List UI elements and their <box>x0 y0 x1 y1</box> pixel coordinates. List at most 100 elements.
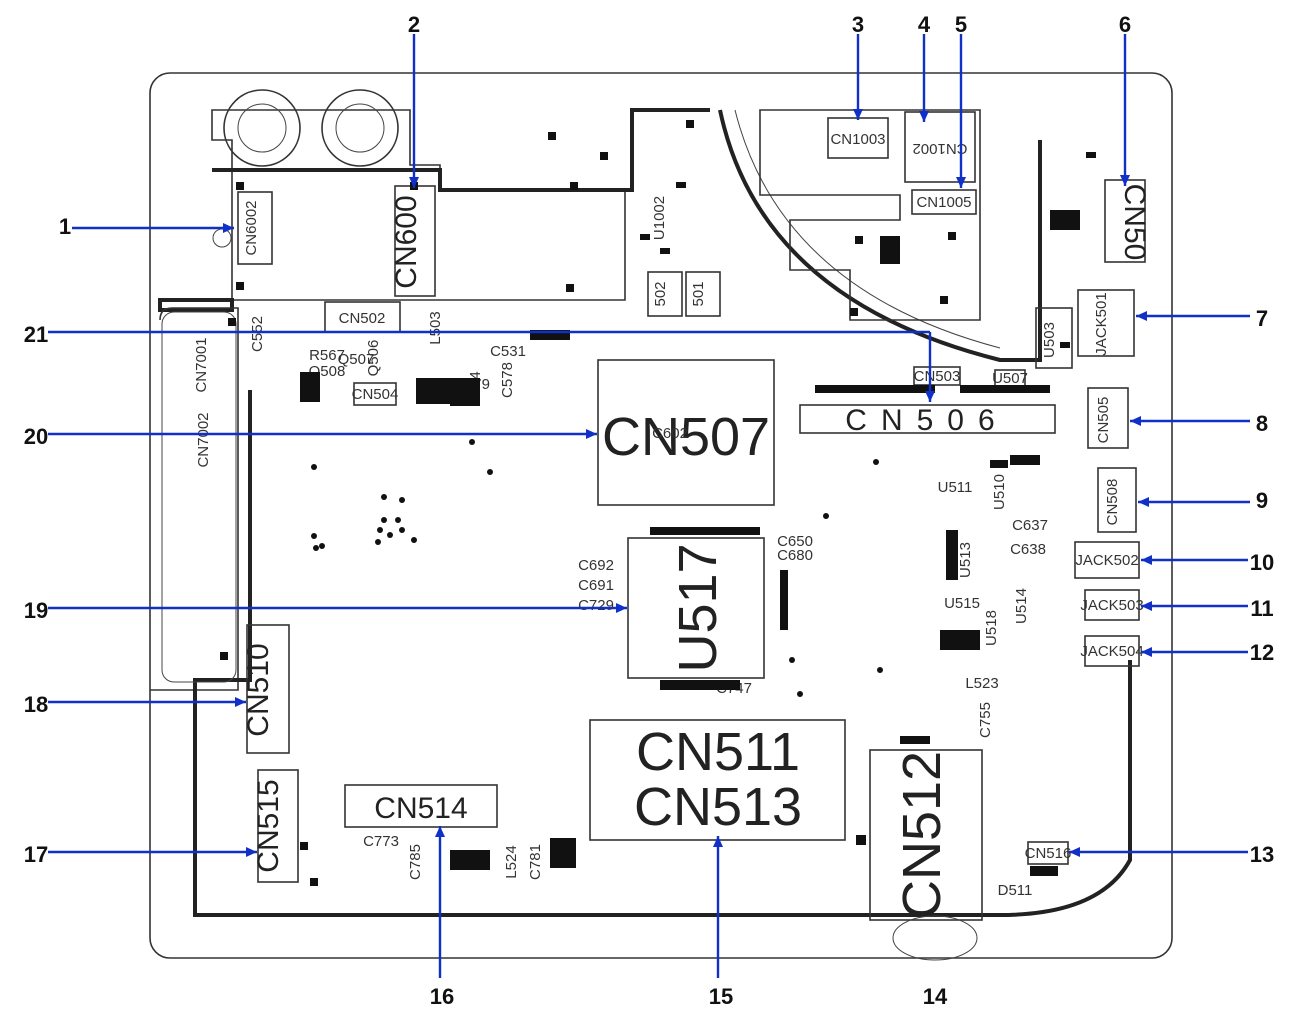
arc-trace-outer <box>718 109 1042 362</box>
l524-label: L524 <box>503 845 520 878</box>
cn512-outline <box>869 749 983 921</box>
c755-label: C755 <box>977 702 994 738</box>
l503-label: L503 <box>427 311 444 344</box>
u503-label: U503 <box>1041 322 1058 358</box>
u518-label: U518 <box>983 610 1000 646</box>
l502-label: 502 <box>652 281 669 306</box>
left-trace <box>158 298 234 312</box>
cn512-jack-ellipse <box>892 915 978 961</box>
battery-holder-left-inner <box>237 103 287 153</box>
cn516-outline <box>1027 841 1069 865</box>
battery-holder-right <box>321 89 399 167</box>
c680-label: C680 <box>777 547 813 564</box>
l502-outline <box>647 271 683 317</box>
u1002-label: U1002 <box>651 196 668 240</box>
cn505-outline <box>1087 387 1129 449</box>
jack501-label: JACK501 <box>1093 292 1110 355</box>
component-pads <box>220 120 1096 886</box>
callout-number-15: 15 <box>709 984 733 1009</box>
c531-label: C531 <box>490 343 526 360</box>
cn514-outline <box>344 784 498 828</box>
battery-holder-right-inner <box>335 103 385 153</box>
r567-label: R567 <box>309 347 345 364</box>
callout-number-1: 1 <box>59 214 71 239</box>
l501-label: 501 <box>690 281 707 306</box>
cn7001-label: CN7001 <box>193 337 210 392</box>
cn516-label: CN516 <box>1025 845 1072 862</box>
cn504-outline <box>353 382 397 406</box>
callout-number-3: 3 <box>852 12 864 37</box>
c638-label: C638 <box>1010 541 1046 558</box>
c785-label: C785 <box>407 844 424 880</box>
u517-label: U517 <box>668 543 728 672</box>
c691-label: C691 <box>578 577 614 594</box>
jack502-label: JACK502 <box>1075 552 1138 569</box>
callout-arrowhead-9 <box>1138 497 1149 507</box>
cn1005-label: CN1005 <box>916 194 971 211</box>
callout-number-17: 17 <box>24 842 48 867</box>
callout-number-18: 18 <box>24 692 48 717</box>
cn1003-label: CN1003 <box>830 131 885 148</box>
callout-arrowhead-4 <box>919 111 929 122</box>
callout-number-5: 5 <box>955 12 967 37</box>
u510-label: U510 <box>991 474 1008 510</box>
callout-number-2: 2 <box>408 12 420 37</box>
d511-label: D511 <box>998 882 1033 899</box>
callout-arrowhead-10 <box>1141 555 1152 565</box>
c650-label: C650 <box>777 533 813 550</box>
callout-number-7: 7 <box>1256 306 1268 331</box>
cn505-label: CN505 <box>1095 397 1112 444</box>
c552-label: C552 <box>249 316 266 352</box>
battery-holder-left <box>223 89 301 167</box>
cn515-label: CN515 <box>252 779 285 872</box>
cn504-label: CN504 <box>352 386 399 403</box>
callout-number-19: 19 <box>24 598 48 623</box>
u507-label: U507 <box>992 370 1028 387</box>
c637-label: C637 <box>1012 517 1048 534</box>
cn508-outline <box>1097 467 1137 533</box>
callout-arrowhead-11 <box>1141 601 1152 611</box>
q506-label: Q506 <box>365 340 382 377</box>
callout-arrowhead-2 <box>409 177 419 188</box>
jack504-label: JACK504 <box>1080 643 1143 660</box>
jack502-outline <box>1074 541 1140 579</box>
c692-label: C692 <box>578 557 614 574</box>
callout-arrowhead-3 <box>853 109 863 120</box>
callout-number-13: 13 <box>1250 842 1274 867</box>
cn1002-outline <box>904 111 976 183</box>
c773-label: C773 <box>363 833 399 850</box>
c578-label: C578 <box>499 362 516 398</box>
board-outline <box>149 72 1173 959</box>
cn50-label: CN50 <box>1118 184 1151 261</box>
cn6002-outline <box>237 191 273 265</box>
callout-number-9: 9 <box>1256 488 1268 513</box>
callout-arrowhead-1 <box>223 223 234 233</box>
callout-number-21: 21 <box>24 322 48 347</box>
callout-number-16: 16 <box>430 984 454 1009</box>
u513-label: U513 <box>957 542 974 578</box>
u517-outline <box>627 537 765 679</box>
arc-trace-inner <box>734 109 1001 349</box>
callout-arrowhead-15 <box>713 836 723 847</box>
cn510-label: CN510 <box>242 643 275 736</box>
callout-number-12: 12 <box>1250 640 1274 665</box>
l501-outline <box>685 271 721 317</box>
callout-arrowhead-18 <box>235 697 246 707</box>
callout-number-20: 20 <box>24 424 48 449</box>
mount-hole <box>212 228 232 248</box>
jack504-outline <box>1084 635 1140 667</box>
l523-label: L523 <box>965 675 998 692</box>
callout-arrowhead-6 <box>1120 175 1130 186</box>
callout-arrowhead-7 <box>1136 311 1147 321</box>
u514-label: U514 <box>1013 588 1030 624</box>
callout-number-6: 6 <box>1119 12 1131 37</box>
callout-number-10: 10 <box>1250 550 1274 575</box>
q507-label: Q507 <box>338 351 375 368</box>
callout-arrowhead-8 <box>1130 416 1141 426</box>
cn515-outline <box>257 769 299 883</box>
cn7002-label: CN7002 <box>195 412 212 467</box>
cn513-label: CN513 <box>634 777 802 837</box>
jack503-label: JACK503 <box>1080 597 1143 614</box>
callout-arrowhead-19 <box>616 603 627 613</box>
cn600-label: CN600 <box>390 195 423 288</box>
